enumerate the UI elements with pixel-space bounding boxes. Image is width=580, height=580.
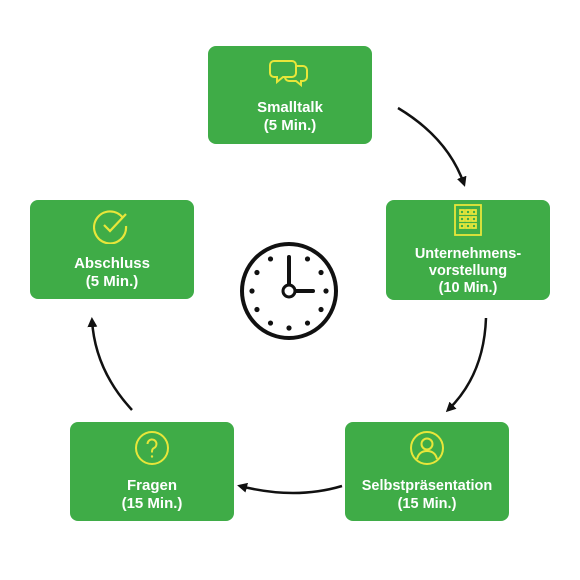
person-icon — [409, 430, 445, 471]
clock-tick — [304, 256, 311, 262]
clock-tick — [267, 256, 274, 262]
step-abschluss-label: Abschluss(5 Min.) — [74, 255, 150, 290]
step-unternehmensvorstellung: Unternehmens-vorstellung(10 Min.) — [386, 200, 550, 300]
step-smalltalk-label: Smalltalk(5 Min.) — [257, 98, 323, 134]
step-fragen: Fragen(15 Min.) — [70, 422, 234, 521]
checkmark-icon — [92, 208, 131, 249]
arrow-smalltalk-to-unternehmen — [397, 106, 467, 187]
clock-tick — [318, 306, 324, 313]
step-unternehmensvorstellung-label: Unternehmens-vorstellung(10 Min.) — [414, 246, 522, 296]
clock-tick — [249, 288, 255, 294]
step-abschluss: Abschluss(5 Min.) — [30, 200, 194, 299]
clock-icon — [240, 242, 338, 340]
clock-tick — [267, 320, 274, 326]
chat-bubbles-icon — [269, 56, 311, 93]
building-icon — [451, 203, 485, 242]
arrow-fragen-to-abschluss — [87, 317, 133, 411]
arrow-selbst-to-fragen — [237, 482, 343, 495]
arrow-unternehmen-to-selbst — [445, 317, 488, 413]
step-selbstpraesentation-label: Selbstpräsentation(15 Min.) — [361, 478, 493, 512]
step-selbstpraesentation: Selbstpräsentation(15 Min.) — [345, 422, 509, 521]
question-icon — [134, 430, 170, 471]
clock-tick — [323, 288, 329, 294]
step-smalltalk: Smalltalk(5 Min.) — [208, 46, 372, 144]
clock-tick — [304, 320, 311, 326]
clock-tick — [254, 306, 260, 313]
clock-tick — [286, 325, 292, 331]
clock-tick — [254, 269, 260, 276]
clock-tick — [318, 269, 324, 276]
step-fragen-label: Fragen(15 Min.) — [121, 477, 183, 512]
